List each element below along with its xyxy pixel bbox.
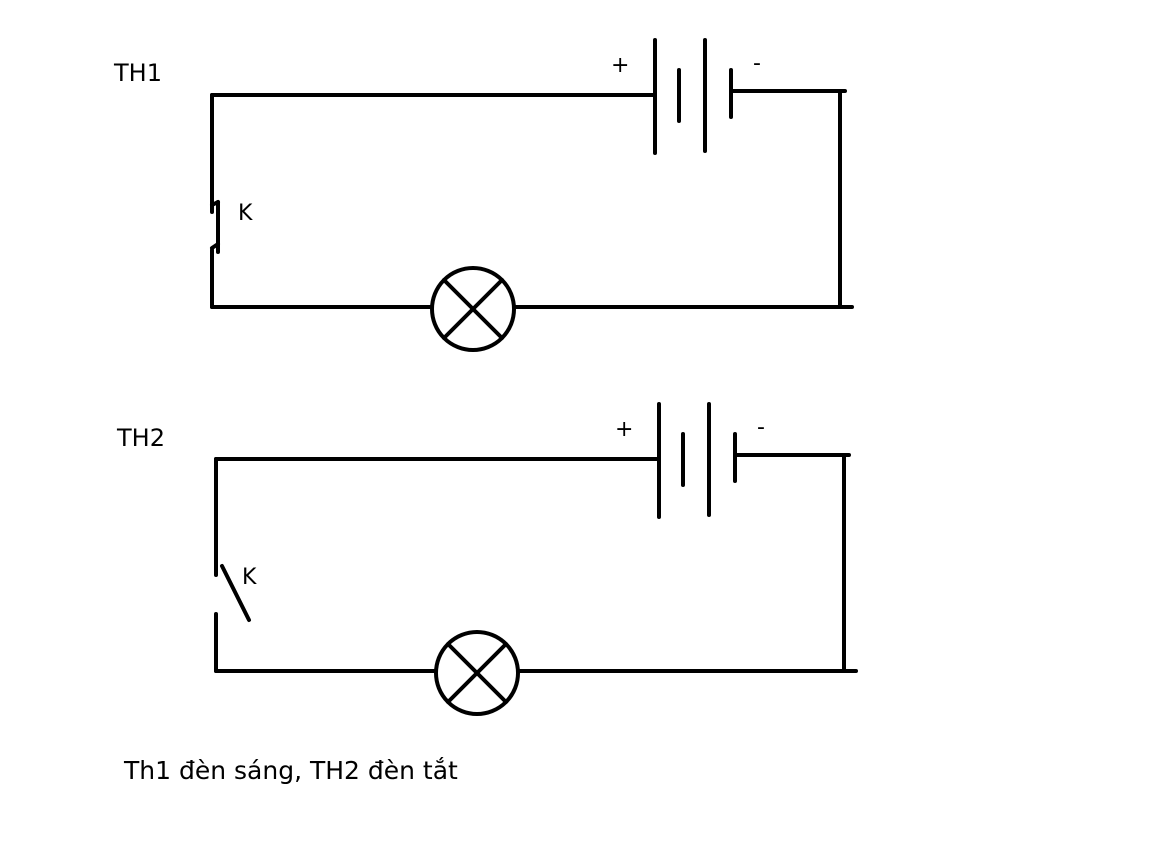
case-1-plus-sign: + [611, 53, 629, 78]
case-1-title: TH1 [113, 59, 162, 87]
case-2-switch-label: K [242, 565, 257, 590]
case-1-switch-closed [210, 200, 220, 254]
caption: Th1 đèn sáng, TH2 đèn tắt [123, 756, 458, 785]
case-2-lamp-icon [434, 630, 520, 716]
case-2-switch-open [220, 564, 251, 622]
case-1-battery [653, 38, 733, 155]
case-1-lamp-icon [430, 266, 516, 352]
case-2-battery [657, 402, 737, 519]
case-2-plus-sign: + [615, 417, 633, 442]
circuit-case-2: TH2 K + - [116, 402, 858, 716]
case-2-title: TH2 [116, 424, 165, 452]
case-2-minus-sign: - [757, 415, 765, 440]
circuit-case-1: TH1 K + - [113, 38, 854, 352]
case-1-switch-label: K [238, 201, 253, 226]
case-1-minus-sign: - [753, 51, 761, 76]
